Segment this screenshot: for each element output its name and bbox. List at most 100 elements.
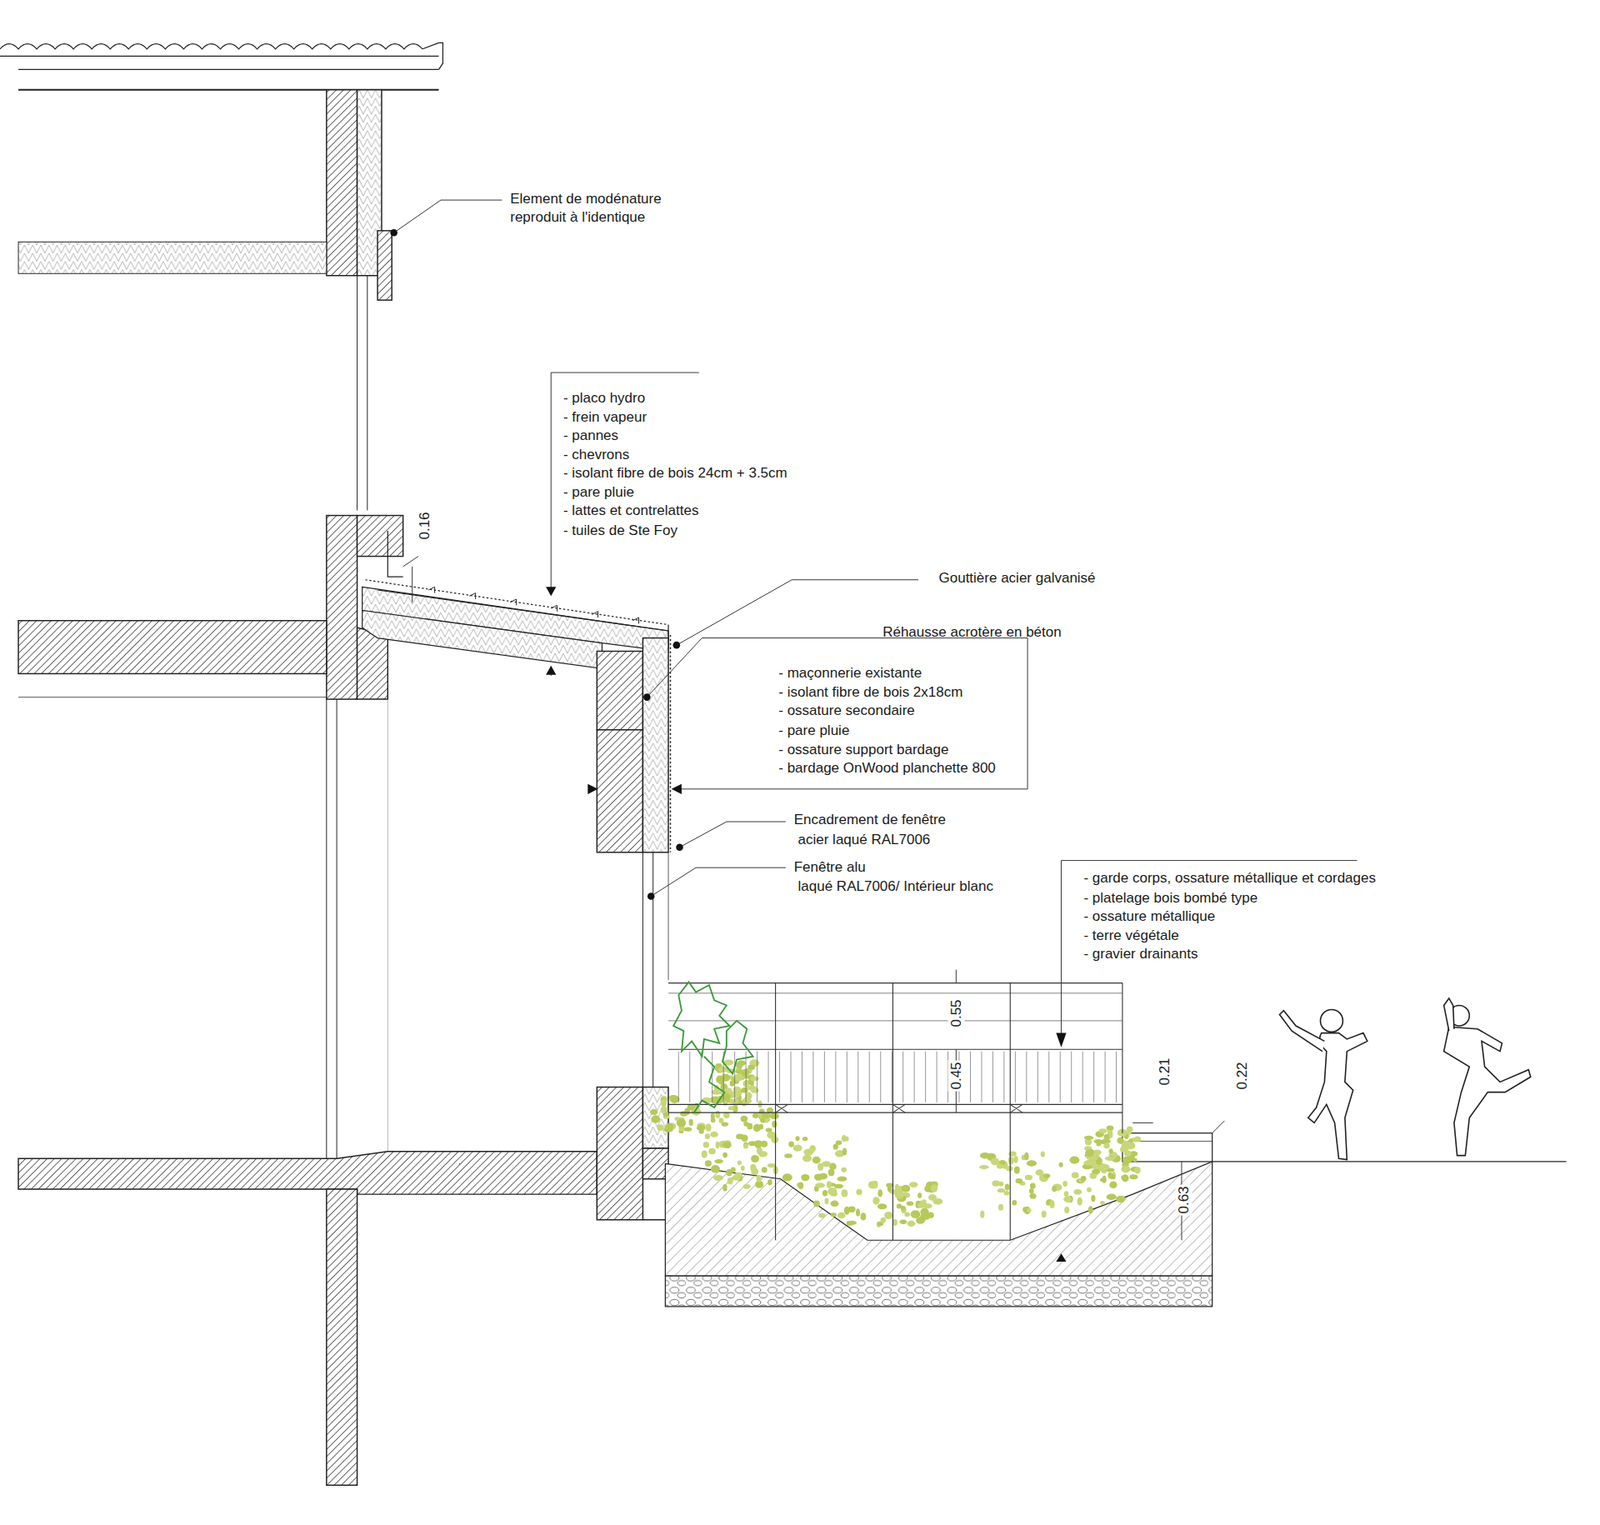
dimension-label: 0.22	[1233, 1060, 1250, 1091]
plants	[980, 1210, 985, 1219]
plants	[1004, 1190, 1010, 1195]
building-walls	[366, 275, 368, 511]
plants	[1086, 1187, 1092, 1193]
plants	[1084, 1135, 1094, 1140]
annotation-label: laqué RAL7006/ Intérieur blanc	[798, 877, 994, 896]
deck-planks	[1093, 1051, 1095, 1103]
plants	[748, 1140, 757, 1146]
plants	[833, 1143, 839, 1150]
deck-planks	[711, 1051, 713, 1103]
plants	[1050, 1200, 1055, 1209]
deck-railing	[668, 1049, 1123, 1050]
plants	[710, 1165, 720, 1174]
leader-lines	[1060, 860, 1357, 1262]
plants	[750, 1155, 760, 1163]
deck-planks	[824, 1051, 825, 1103]
deck-planks	[880, 1051, 881, 1103]
plants	[900, 1220, 908, 1225]
plants	[837, 1212, 846, 1219]
plants	[715, 1075, 725, 1085]
deck-planks	[1105, 1051, 1106, 1103]
deck-planks	[891, 1051, 893, 1103]
dimension-label: 0.45	[947, 1060, 965, 1091]
annotation-label: - maçonnerie existante	[778, 664, 922, 683]
acroterion-wall	[596, 1087, 643, 1220]
plants	[1085, 1149, 1095, 1157]
plants	[1005, 1183, 1010, 1190]
plants	[703, 1141, 710, 1148]
plants	[756, 1175, 762, 1183]
climber	[673, 981, 730, 1056]
lean-to-roof	[428, 586, 435, 593]
plants	[743, 1143, 749, 1149]
arrow-heads	[390, 229, 398, 237]
plants	[765, 1127, 773, 1132]
plants	[917, 1203, 925, 1209]
plants	[1107, 1130, 1113, 1135]
plants	[730, 1080, 735, 1086]
plants	[660, 1106, 668, 1114]
deck-planks	[700, 1051, 702, 1103]
deck-planks	[756, 1051, 758, 1103]
deck-planks	[869, 1051, 870, 1103]
dimension-label: 0.21	[1155, 1055, 1173, 1087]
plants	[872, 1196, 880, 1205]
annotation-label: Element de modénature reproduit à l'iden…	[510, 190, 690, 227]
plants	[907, 1220, 916, 1227]
plants	[750, 1075, 760, 1081]
plants	[1026, 1208, 1031, 1213]
plants	[740, 1088, 749, 1093]
plants	[1129, 1174, 1138, 1180]
dimension-label: 0.63	[1175, 1184, 1192, 1215]
plants	[1062, 1180, 1068, 1187]
child-silhouettes	[1280, 1010, 1325, 1052]
plants	[904, 1211, 910, 1217]
plants	[728, 1105, 735, 1110]
plants	[822, 1190, 828, 1196]
annotation-label: - terre végétale	[1083, 926, 1179, 945]
plants	[718, 1066, 728, 1073]
plants	[812, 1156, 821, 1165]
plants	[1029, 1188, 1035, 1195]
lean-to-roof	[591, 611, 598, 618]
plants	[842, 1148, 847, 1156]
plants	[767, 1163, 776, 1168]
acroterion-wall	[596, 650, 643, 730]
plants	[727, 1177, 734, 1185]
planter	[1122, 1133, 1213, 1162]
plants	[1120, 1165, 1130, 1174]
lean-to-roof	[377, 590, 669, 631]
deck-planks	[902, 1051, 904, 1103]
deck-planks	[768, 1051, 770, 1103]
leader-lines	[403, 556, 419, 603]
plants	[1064, 1190, 1070, 1197]
deck-planks	[689, 1051, 690, 1103]
plants	[1024, 1206, 1031, 1215]
leader-lines	[394, 200, 503, 233]
plants	[760, 1118, 765, 1124]
climber	[694, 1056, 725, 1113]
plants	[814, 1173, 824, 1180]
plants	[828, 1187, 838, 1196]
plants	[771, 1120, 777, 1128]
plants	[1109, 1148, 1114, 1154]
plants	[722, 1074, 730, 1082]
plants	[656, 1124, 664, 1131]
plants	[825, 1197, 830, 1205]
plants	[1040, 1151, 1045, 1158]
deck-planks	[1037, 1051, 1039, 1103]
plants	[740, 1135, 748, 1142]
plants	[735, 1069, 745, 1074]
annotation-label: Gouttière acier galvanisé	[939, 569, 1096, 588]
plants	[877, 1203, 888, 1210]
annotation-label: - platelage bois bombé type	[1083, 889, 1258, 908]
building-walls	[326, 1189, 358, 1485]
plants	[927, 1211, 935, 1219]
plants	[1124, 1150, 1132, 1156]
leader-lines	[394, 200, 1358, 1262]
leader-lines	[955, 970, 1225, 1241]
plants	[1084, 1160, 1095, 1165]
deck-planks	[835, 1051, 836, 1103]
building-walls	[18, 241, 327, 274]
plants	[1025, 1175, 1033, 1181]
